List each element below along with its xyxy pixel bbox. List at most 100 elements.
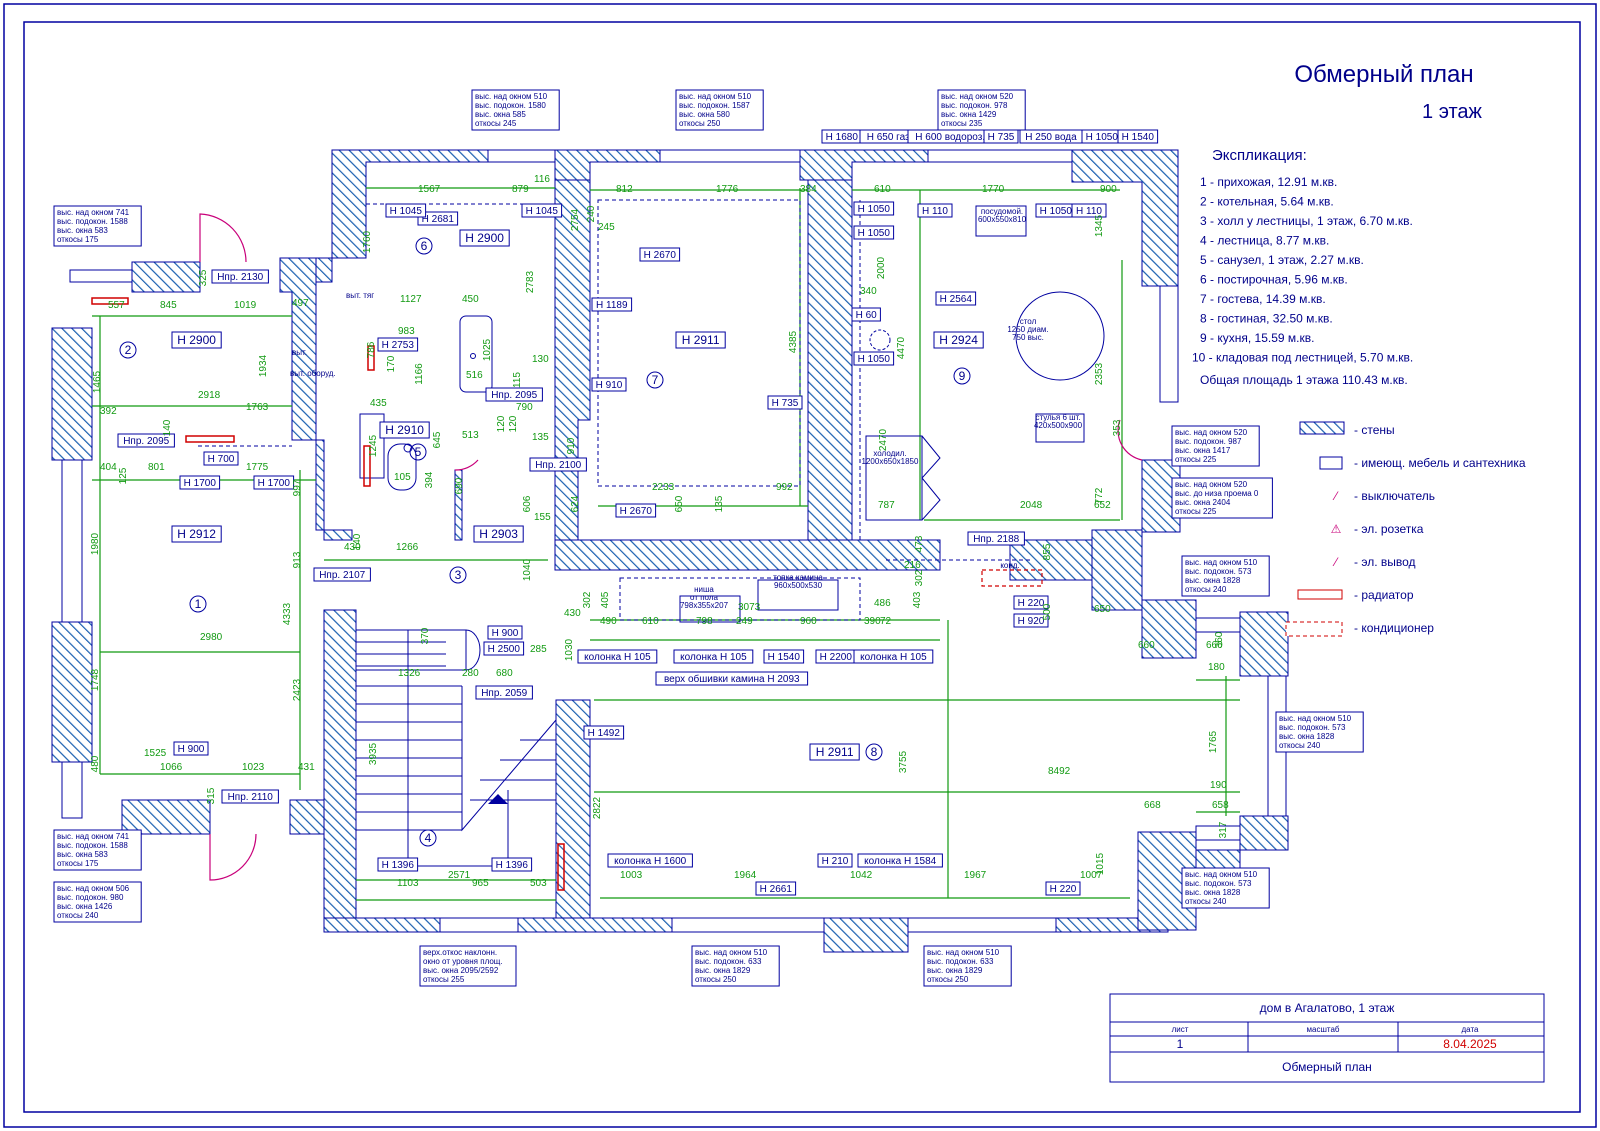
stamp-document: Обмерный план <box>1282 1060 1372 1074</box>
fireplace-label: 960x500x530 <box>774 581 823 590</box>
explication-item: 7 - гостева, 14.39 м.кв. <box>1200 292 1326 306</box>
dimension-label: 1015 <box>1095 852 1106 875</box>
dimension-label: 240 <box>586 205 597 222</box>
stamp-sheet: 1 <box>1177 1037 1184 1051</box>
window-note-line: выс. подокон. 1587 <box>679 101 750 110</box>
chairs-label: стулья 6 шт. <box>1035 413 1080 422</box>
height-tag <box>817 853 853 868</box>
dimension-label: 497 <box>292 298 309 309</box>
dimension-label: 516 <box>466 370 483 381</box>
dimension-label: 3755 <box>898 750 909 773</box>
height-tag <box>1117 129 1159 144</box>
window-note-line: откосы 240 <box>1185 585 1227 594</box>
dimension-label: 610 <box>874 184 891 195</box>
explication-item: 2 - котельная, 5.64 м.кв. <box>1200 195 1334 209</box>
height-tag-text: H 1050 <box>858 204 891 215</box>
height-tag <box>377 857 419 872</box>
dimension-label: 3935 <box>368 742 379 765</box>
fridge-label: холодил. <box>873 449 906 458</box>
window-note-line: откосы 235 <box>941 119 983 128</box>
window-note-line: откосы 175 <box>57 235 99 244</box>
height-tag-text: H 1700 <box>258 478 291 489</box>
window-note <box>937 89 1026 131</box>
height-tag-text: H 220 <box>1050 884 1077 895</box>
room-height-tag-text: H 2924 <box>939 333 978 347</box>
dimension-label: 170 <box>386 355 397 372</box>
room-height-tag-text: H 2911 <box>816 745 854 759</box>
dimension-label: 1967 <box>964 870 987 881</box>
dimension-label: 1775 <box>246 462 269 473</box>
window-note-line: выс. окна 580 <box>679 110 730 119</box>
height-tag <box>767 395 803 410</box>
window-note <box>53 881 142 923</box>
dimension-label: 116 <box>534 174 550 185</box>
height-tag-text: H 60 <box>856 310 878 321</box>
height-tag <box>755 881 797 896</box>
niche-label: от пола <box>690 593 718 602</box>
height-tag-text: H 650 газ <box>867 132 910 143</box>
dimension-label: 1025 <box>482 338 493 361</box>
height-tag <box>917 203 953 218</box>
dimension-label: 486 <box>874 598 891 609</box>
dimension-label: 879 <box>512 184 529 195</box>
legend-label: - радиатор <box>1354 588 1414 602</box>
height-tag-text: H 2670 <box>620 506 653 517</box>
window-note-line: выс. окна 1426 <box>57 902 113 911</box>
height-tag <box>491 857 533 872</box>
height-tag <box>211 269 269 284</box>
window-note-line: выс. подокон. 573 <box>1185 879 1252 888</box>
dimension-label: 1525 <box>144 748 167 759</box>
height-tag <box>857 853 943 868</box>
dimension-label: 1567 <box>418 184 441 195</box>
stamp-date-label: дата <box>1462 1025 1480 1034</box>
height-tag <box>591 297 633 312</box>
dimension-label: 1770 <box>982 184 1005 195</box>
dimension-label: 2980 <box>200 632 223 643</box>
dimension-label: 135 <box>532 432 549 443</box>
sheet-outer-frame <box>3 3 1597 1128</box>
room-height-tag <box>473 525 524 543</box>
room-number-circle <box>409 443 427 461</box>
height-tag-text: H 1540 <box>1122 132 1155 143</box>
height-tag <box>935 291 977 306</box>
dimension-label: 801 <box>148 462 165 473</box>
room-number: 7 <box>652 373 659 387</box>
switch-icon: ⁄ <box>1332 489 1339 503</box>
legend-label: - выключатель <box>1354 489 1435 503</box>
window-note-line: выс. до низа проема 0 <box>1175 489 1259 498</box>
height-tag-text: H 250 вода <box>1025 132 1077 143</box>
height-tag-text: Hпр. 2095 <box>123 436 169 447</box>
height-tag-text: H 1680 <box>826 132 859 143</box>
doors <box>199 213 1143 881</box>
window-note-line: выс. окна 1829 <box>927 966 983 975</box>
dimension-label: 503 <box>530 878 547 889</box>
room-height-tag <box>933 331 984 349</box>
height-tag <box>853 225 895 240</box>
window-note-line: выс. окна 1828 <box>1185 888 1241 897</box>
height-tag <box>1013 595 1049 610</box>
dimension-label: 680 <box>496 668 513 679</box>
dimension-label: 180 <box>1208 662 1225 673</box>
window-note-line: откосы 240 <box>57 911 99 920</box>
height-tag <box>521 203 563 218</box>
stamp-sheet-label: лист <box>1172 1025 1189 1034</box>
dimension-label: 1166 <box>414 363 425 385</box>
window-note-line: выс. окна 585 <box>475 110 526 119</box>
window-note-line: выс. над окном 510 <box>475 92 548 101</box>
window-note-line: откосы 250 <box>679 119 721 128</box>
height-tag <box>1013 613 1049 628</box>
window-note-line: откосы 240 <box>1185 897 1227 906</box>
dimension-label: 513 <box>462 430 479 441</box>
dimension-label: 845 <box>160 300 177 311</box>
room-number: 8 <box>871 745 878 759</box>
height-tag <box>763 649 805 664</box>
stamp-date: 8.04.2025 <box>1443 1037 1497 1051</box>
window-note-line: откосы 240 <box>1279 741 1321 750</box>
height-tag-text: H 2661 <box>760 884 793 895</box>
height-tag-text: H 1050 <box>1086 132 1119 143</box>
height-tag <box>615 503 657 518</box>
height-tag <box>117 433 175 448</box>
dimension-label: 1019 <box>234 300 257 311</box>
height-tag <box>577 649 658 664</box>
room-number: 6 <box>421 239 428 253</box>
